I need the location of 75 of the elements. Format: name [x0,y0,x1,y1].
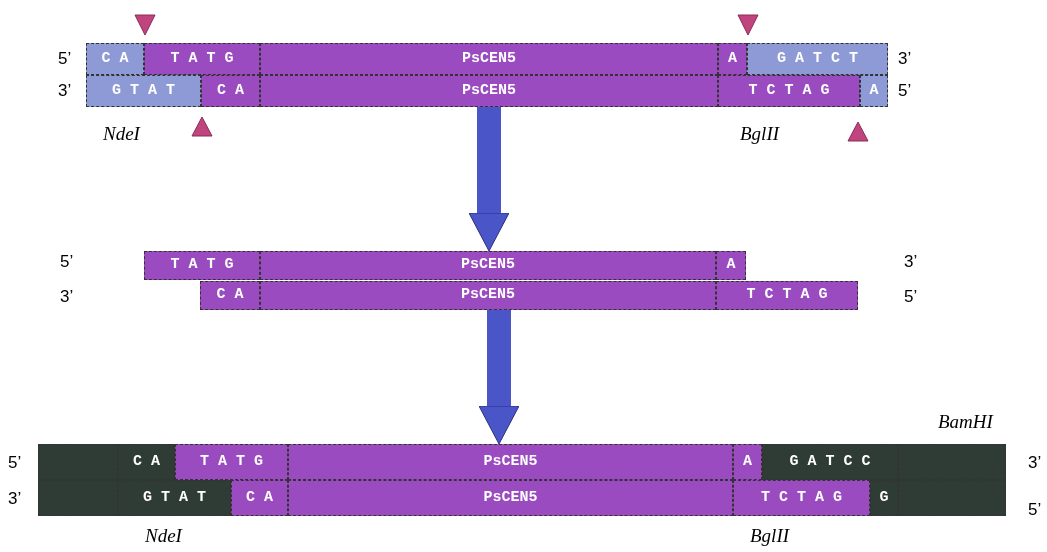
enzyme-name: BglII [740,122,780,146]
sequence-text: T C T A G [748,80,830,101]
strand-end-label: 3’ [898,48,912,70]
sequence-text: G T A T [143,487,206,508]
dna-segment [260,43,718,75]
sequence-text: A [728,48,737,69]
dna-segment [716,251,746,280]
strand-end-label: 3’ [58,80,72,102]
sequence-text: T C T A G [761,487,842,508]
dna-segment [260,251,716,280]
strand-end-label: 3’ [8,488,22,510]
dna-segment [860,75,888,107]
sequence-text: PsCEN5 [461,255,515,276]
dna-segment [118,444,175,480]
strand-end-label: 5’ [1028,499,1042,521]
strand-end-label: 3’ [904,251,918,273]
sequence-text: PsCEN5 [462,80,516,101]
dna-segment [762,444,898,480]
dna-segment [716,281,858,310]
dna-segment [718,43,747,75]
dna-segment [870,480,898,516]
sequence-text: T C T A G [746,285,828,306]
vector-segment [38,480,118,516]
sequence-text: PsCEN5 [461,285,515,306]
dna-segment [260,75,718,107]
dna-segment [144,43,260,75]
sequence-text: A [869,80,879,101]
dna-segment [747,43,888,75]
dna-segment [260,281,716,310]
enzyme-name: BglII [750,524,790,548]
enzyme-name: BamHI [938,410,993,434]
dna-segment [231,480,288,516]
enzyme-name: NdeI [145,524,182,548]
dna-segment [200,281,260,310]
strand-end-label: 3’ [60,286,74,308]
strand-end-label: 5’ [904,286,918,308]
sequence-text: PsCEN5 [483,487,538,508]
dna-segment [144,251,260,280]
sequence-text: PsCEN5 [462,48,516,69]
sequence-text: G T A T [112,80,175,101]
sequence-text: C A [217,80,244,101]
strand-end-label: 5’ [58,48,72,70]
sequence-text: C A [216,285,244,306]
strand-end-label: 3’ [1028,452,1042,474]
strand-end-label: 5’ [60,251,74,273]
sequence-text: G A T C C [789,451,871,472]
sequence-text: T A T G [170,48,234,69]
block-arrow [478,310,520,445]
sequence-text: PsCEN5 [483,451,538,472]
dna-segment [288,444,733,480]
sequence-text: G [879,487,889,508]
vector-segment [38,444,118,480]
dna-segment [118,480,231,516]
sequence-text: A [726,255,736,276]
dna-segment [201,75,260,107]
dna-segment [733,480,870,516]
enzyme-name: NdeI [103,122,140,146]
strand-end-label: 5’ [898,80,912,102]
sequence-text: C A [101,48,129,69]
sequence-text: T A T G [200,451,263,472]
sequence-text: C A [133,451,160,472]
vector-segment [898,480,1006,516]
dna-segment [86,75,201,107]
dna-segment [86,43,144,75]
sequence-text: A [743,451,752,472]
dna-segment [718,75,860,107]
block-arrow [468,107,510,252]
sequence-text: T A T G [170,255,234,276]
dna-segment [733,444,762,480]
sequence-text: C A [246,487,273,508]
dna-segment [288,480,733,516]
strand-end-label: 5’ [8,452,22,474]
dna-segment [175,444,288,480]
vector-segment [898,444,1006,480]
sequence-text: G A T C T [777,48,858,69]
